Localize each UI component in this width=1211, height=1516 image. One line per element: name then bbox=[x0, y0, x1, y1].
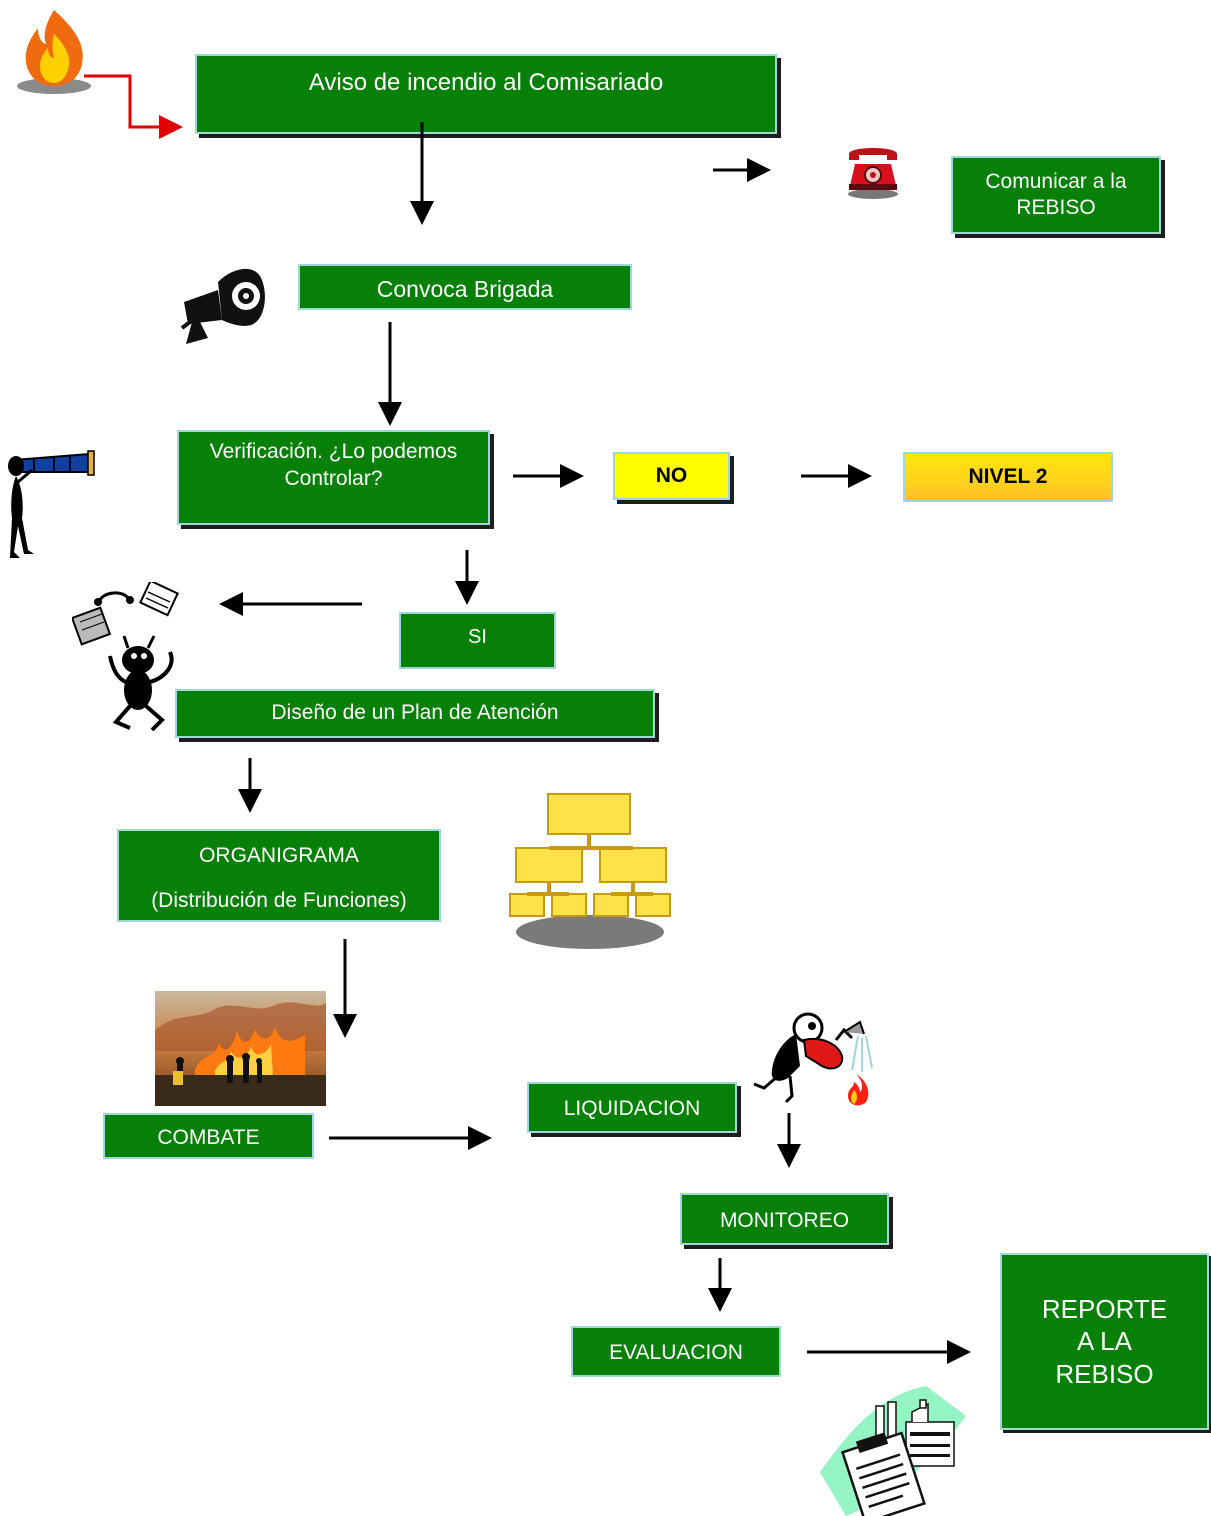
node-si: SI bbox=[399, 612, 556, 669]
node-monitoreo: MONITOREO bbox=[680, 1193, 889, 1245]
report-factory-icon bbox=[820, 1386, 966, 1516]
node-evaluacion-label: EVALUACION bbox=[609, 1341, 743, 1365]
forest-fire-photo bbox=[155, 991, 326, 1106]
node-liquidacion-label: LIQUIDACION bbox=[563, 1097, 701, 1121]
org-chart-icon bbox=[509, 793, 671, 949]
node-reporte-label: REPORTE A LA REBISO bbox=[1041, 1293, 1168, 1389]
node-organigrama: ORGANIGRAMA (Distribución de Funciones) bbox=[117, 829, 441, 922]
node-evaluacion: EVALUACION bbox=[571, 1326, 781, 1377]
node-aviso-label: Aviso de incendio al Comisariado bbox=[308, 69, 664, 96]
node-combate: COMBATE bbox=[103, 1113, 314, 1159]
juggling-person-icon bbox=[72, 582, 179, 732]
megaphone-icon bbox=[180, 268, 265, 344]
fire-icon bbox=[17, 10, 91, 94]
node-comunicar: Comunicar a la REBISO bbox=[951, 156, 1161, 234]
node-no: NO bbox=[613, 452, 730, 500]
node-aviso: Aviso de incendio al Comisariado bbox=[195, 54, 777, 134]
node-combate-label: COMBATE bbox=[157, 1125, 260, 1149]
node-si-label: SI bbox=[468, 626, 487, 648]
node-convoca-label: Convoca Brigada bbox=[376, 276, 554, 303]
node-liquidacion: LIQUIDACION bbox=[527, 1082, 737, 1133]
node-organigrama-line1: ORGANIGRAMA bbox=[199, 844, 359, 867]
node-no-label: NO bbox=[655, 463, 688, 487]
node-organigrama-line2: (Distribución de Funciones) bbox=[151, 888, 407, 912]
node-nivel2: NIVEL 2 bbox=[903, 452, 1113, 502]
telescope-person-icon bbox=[8, 450, 95, 558]
node-diseno-label: Diseño de un Plan de Atención bbox=[271, 701, 559, 725]
extinguisher-person-icon bbox=[753, 1012, 873, 1106]
node-reporte: REPORTE A LA REBISO bbox=[1000, 1253, 1209, 1430]
node-verificacion: Verificación. ¿Lo podemos Controlar? bbox=[177, 430, 490, 525]
telephone-icon bbox=[848, 148, 898, 199]
node-comunicar-label: Comunicar a la REBISO bbox=[985, 169, 1127, 219]
start-arrow bbox=[84, 74, 183, 139]
node-diseno: Diseño de un Plan de Atención bbox=[175, 689, 655, 738]
node-convoca: Convoca Brigada bbox=[298, 264, 632, 310]
node-verificacion-label: Verificación. ¿Lo podemos Controlar? bbox=[209, 440, 458, 490]
node-monitoreo-label: MONITOREO bbox=[719, 1208, 850, 1232]
node-nivel2-label: NIVEL 2 bbox=[968, 464, 1048, 488]
